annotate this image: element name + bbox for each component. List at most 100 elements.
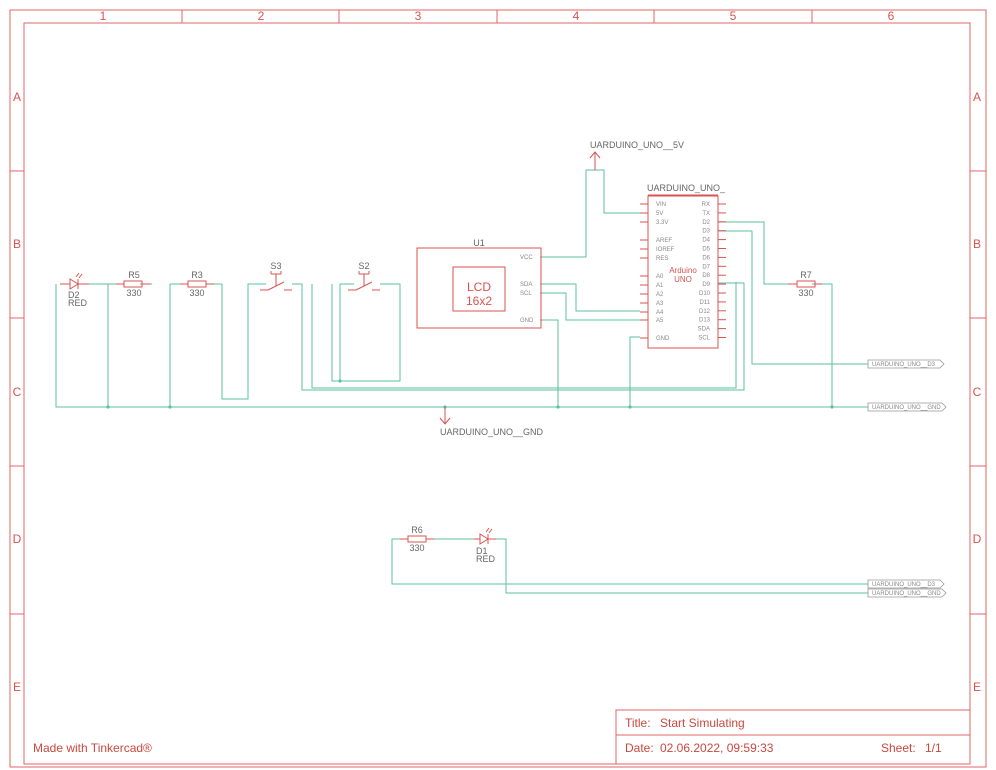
r7-ref: R7 — [800, 270, 812, 280]
uno-ref: UARDUINO_UNO_ — [647, 183, 726, 193]
uno-pin-label: 3.3V — [656, 220, 668, 226]
row-labels: A B C D E A B C D E — [13, 90, 982, 694]
sheet-value: 1/1 — [925, 741, 942, 755]
r7-value: 330 — [798, 288, 813, 298]
column-labels: 1 2 3 4 5 6 — [100, 9, 895, 23]
led-d2[interactable]: D2 RED — [60, 272, 89, 308]
row-label: C — [13, 385, 22, 399]
uno-pin-label: D2 — [702, 220, 710, 226]
uno-pin-label: IOREF — [656, 247, 675, 253]
resistor-r6[interactable]: R6 330 — [400, 525, 434, 553]
column-label: 1 — [100, 9, 107, 23]
light-emission-icon — [75, 272, 83, 279]
wires — [55, 169, 868, 594]
net-port-bottom-gnd[interactable]: UARDUINO_UNO__GND — [867, 588, 947, 598]
lcd-line-1: LCD — [467, 280, 491, 294]
uno-pin-label: SCL — [698, 336, 710, 342]
r3-ref: R3 — [191, 270, 203, 280]
r5-ref: R5 — [128, 270, 140, 280]
d2-value: RED — [68, 298, 88, 308]
resistor-r7[interactable]: R7 330 — [788, 270, 822, 298]
u1-pin-label: SDA — [520, 282, 532, 288]
uno-pin-label: A5 — [656, 318, 664, 324]
row-label: E — [13, 680, 21, 694]
uno-pin-label: TX — [702, 211, 710, 217]
power-arrow-icon — [589, 151, 601, 159]
resistor-r3[interactable]: R3 330 — [180, 270, 214, 298]
r5-value: 330 — [126, 288, 141, 298]
uno-pin-label: A3 — [656, 301, 664, 307]
r6-value: 330 — [409, 543, 424, 553]
junction-dot — [830, 405, 834, 409]
junctions — [106, 379, 834, 409]
uno-pin-label: AREF — [656, 238, 672, 244]
column-label: 4 — [573, 9, 580, 23]
net-port-top-gnd[interactable]: UARDUINO_UNO__GND — [867, 402, 947, 412]
date-label: Date: — [625, 741, 654, 755]
ground-symbol[interactable]: UARDUINO_UNO__GND — [439, 407, 544, 437]
uno-pin-label: GND — [656, 336, 670, 342]
s2-ref: S2 — [358, 261, 369, 271]
pushbutton-s2[interactable]: S2 — [348, 261, 380, 291]
lcd-u1[interactable]: U1 LCD 16x2 VCC SDA SCL GND — [416, 238, 542, 329]
uno-pin-label: RX — [702, 202, 710, 208]
sheet-label: Sheet: — [881, 741, 916, 755]
junction-dot — [628, 405, 632, 409]
pushbutton-s3[interactable]: S3 — [260, 261, 292, 291]
ground-arrow-icon — [439, 417, 451, 425]
power-5v-symbol[interactable]: UARDUINO_UNO__5V — [589, 140, 684, 170]
uno-pin-label: D5 — [702, 247, 710, 253]
column-label: 5 — [730, 9, 737, 23]
title-value: Start Simulating — [660, 716, 745, 730]
power-5v-label: UARDUINO_UNO__5V — [590, 140, 684, 150]
uno-pin-label: 5V — [656, 211, 663, 217]
row-label: B — [13, 237, 21, 251]
ground-label: UARDUINO_UNO__GND — [440, 427, 544, 437]
drawing-frame — [9, 9, 987, 768]
port-label: UARDUINO_UNO__D3 — [872, 362, 936, 368]
net-port-bottom-d3[interactable]: UARDUINO_UNO__D3 — [867, 579, 945, 589]
uno-pin-label: A4 — [656, 310, 664, 316]
uno-pin-label: A1 — [656, 283, 664, 289]
uno-pin-label: D4 — [702, 238, 710, 244]
row-label: A — [973, 90, 981, 104]
led-d1[interactable]: D1 RED — [474, 527, 496, 564]
column-label: 6 — [888, 9, 895, 23]
junction-dot — [338, 379, 342, 383]
port-label: UARDUINO_UNO__GND — [872, 405, 941, 411]
row-label: D — [973, 532, 982, 546]
u1-ref: U1 — [473, 238, 485, 248]
title-block: Title: Start Simulating Date: 02.06.2022… — [615, 709, 971, 765]
net-port-top-d3[interactable]: UARDUINO_UNO__D3 — [867, 359, 945, 369]
r6-ref: R6 — [411, 525, 423, 535]
lcd-line-2: 16x2 — [466, 294, 492, 308]
uno-pin-label: A2 — [656, 292, 664, 298]
uno-pin-label: D6 — [702, 255, 710, 261]
uno-pin-label: D3 — [702, 229, 710, 235]
column-label: 3 — [415, 9, 422, 23]
date-value: 02.06.2022, 09:59:33 — [660, 741, 774, 755]
light-emission-icon — [485, 527, 493, 534]
uno-pin-label: D13 — [699, 318, 711, 324]
uno-pin-label: D9 — [702, 282, 710, 288]
u1-pin-label: SCL — [520, 291, 532, 297]
uno-pin-label: RES — [656, 256, 668, 262]
arduino-uno[interactable]: UARDUINO_UNO_ Arduino UNO VIN5V3.3VAREFI… — [640, 183, 726, 349]
d1-ref: D1 — [476, 546, 488, 556]
uno-pin-label: D11 — [699, 300, 710, 306]
uno-pin-label: D10 — [699, 291, 711, 297]
port-label: UARDUINO_UNO__GND — [872, 591, 941, 597]
junction-dot — [106, 405, 110, 409]
uno-pin-label: D12 — [699, 309, 711, 315]
uno-pin-label: VIN — [656, 202, 666, 208]
junction-dot — [168, 405, 172, 409]
title-label: Title: — [625, 716, 651, 730]
resistor-r5[interactable]: R5 330 — [116, 270, 150, 298]
made-with-tinkercad: Made with Tinkercad® — [33, 741, 152, 755]
r3-value: 330 — [189, 288, 204, 298]
uno-line-2: UNO — [674, 275, 692, 284]
s3-ref: S3 — [270, 261, 281, 271]
